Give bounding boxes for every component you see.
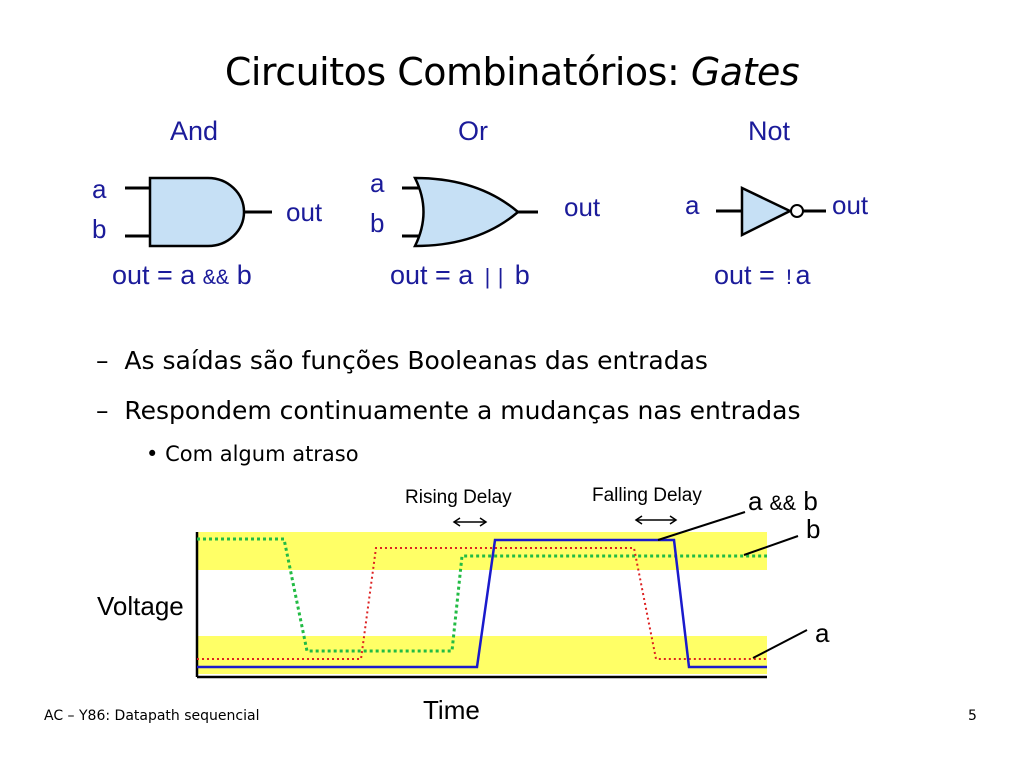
sub-bullet-1: • Com algum atraso xyxy=(146,442,359,466)
signal-a-trace xyxy=(197,538,767,669)
footer-page-number: 5 xyxy=(968,708,977,724)
signal-and-label-a: a xyxy=(748,486,763,516)
signal-and-trace xyxy=(197,547,767,660)
signal-b-trace xyxy=(197,537,767,653)
b-callout-line xyxy=(743,535,799,556)
signal-a-label: a xyxy=(815,618,830,648)
and-callout-line xyxy=(657,511,746,541)
not-gate-symbol xyxy=(716,186,826,238)
and-input-a: a xyxy=(92,174,107,204)
not-eq-op: ! xyxy=(782,266,796,291)
or-input-b: b xyxy=(370,208,385,238)
rising-delay-label: Rising Delay xyxy=(405,487,512,508)
title-main: Circuitos Combinatórios: xyxy=(224,50,691,94)
and-eq-left: out = a xyxy=(112,260,196,290)
title-italic: Gates xyxy=(690,50,800,94)
not-eq-right: a xyxy=(795,260,811,290)
signal-and-label-b: b xyxy=(803,486,818,516)
and-eq-op: && xyxy=(202,266,230,291)
or-gate-symbol xyxy=(402,176,538,248)
or-eq-left: out = a xyxy=(390,260,474,290)
bullet-1: – As saídas são funções Booleanas das en… xyxy=(96,346,708,375)
time-axis-label: Time xyxy=(423,695,480,725)
footer-course: AC – Y86: Datapath sequencial xyxy=(44,708,260,724)
a-callout-line xyxy=(752,629,808,659)
not-equation: out = !a xyxy=(714,260,811,291)
and-eq-right: b xyxy=(236,260,252,290)
and-gate-symbol xyxy=(125,176,272,248)
bullet-1-text: As saídas são funções Booleanas das entr… xyxy=(124,346,708,375)
falling-delay-arrow xyxy=(634,515,678,525)
dash-icon: – xyxy=(96,346,109,375)
and-output: out xyxy=(286,197,323,227)
bullet-2: – Respondem continuamente a mudanças nas… xyxy=(96,396,800,425)
not-eq-left: out = xyxy=(714,260,775,290)
not-gate-name: Not xyxy=(748,116,791,146)
page-title: Circuitos Combinatórios: Gates xyxy=(0,50,1024,94)
dash-icon: – xyxy=(96,396,109,425)
or-input-a: a xyxy=(370,168,385,198)
rising-delay-arrow xyxy=(452,517,488,527)
not-output: out xyxy=(832,190,869,220)
low-voltage-band xyxy=(197,636,767,674)
or-output: out xyxy=(564,192,601,222)
and-gate-name: And xyxy=(170,116,219,146)
signal-and-label: a && b xyxy=(748,486,818,517)
bullet-dot-icon: • xyxy=(146,442,159,466)
or-eq-right: b xyxy=(514,260,530,290)
signal-b-label: b xyxy=(806,514,821,544)
and-equation: out = a && b xyxy=(112,260,252,291)
falling-delay-label: Falling Delay xyxy=(592,485,702,506)
bullet-2-text: Respondem continuamente a mudanças nas e… xyxy=(124,396,801,425)
sub-bullet-1-text: Com algum atraso xyxy=(165,442,359,466)
and-input-b: b xyxy=(92,214,107,244)
high-voltage-band xyxy=(197,532,767,570)
or-equation: out = a || b xyxy=(390,260,530,291)
signal-and-label-op: && xyxy=(769,492,797,517)
or-gate-name: Or xyxy=(458,116,488,146)
or-eq-op: || xyxy=(480,266,508,291)
not-input-a: a xyxy=(685,190,700,220)
voltage-axis-label: Voltage xyxy=(97,591,184,621)
